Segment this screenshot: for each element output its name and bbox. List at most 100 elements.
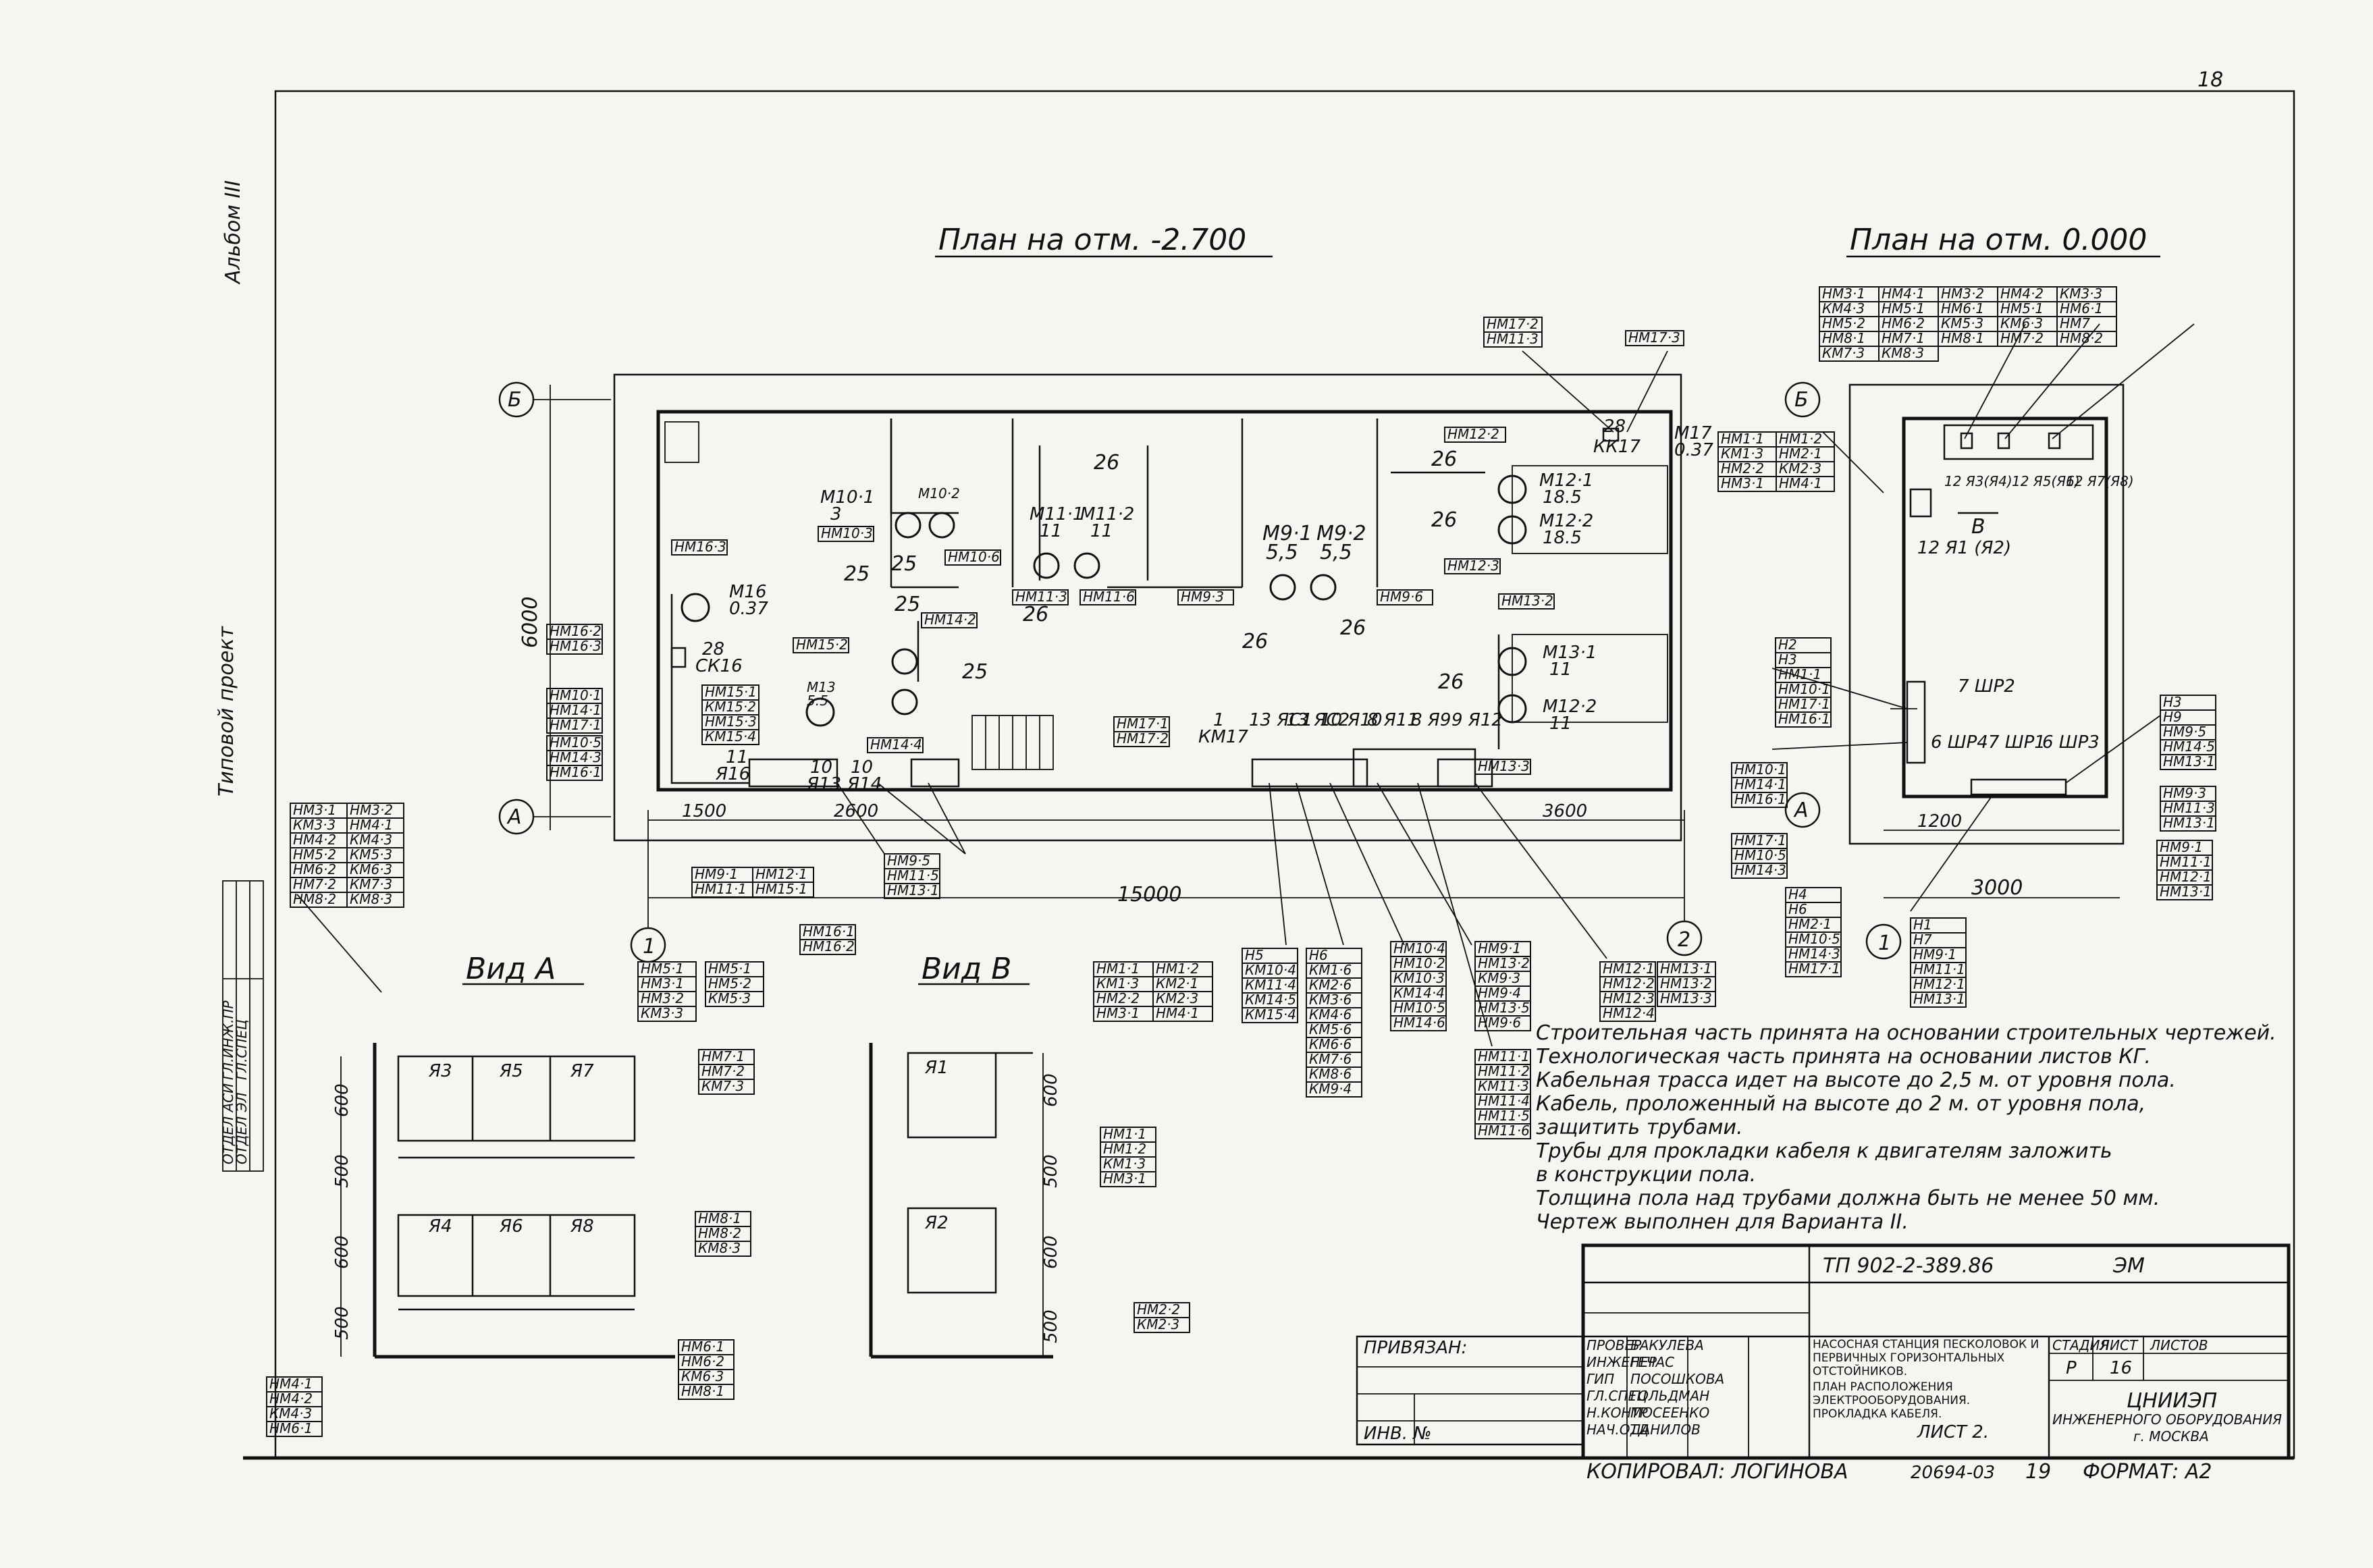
cable-tag-text: НМ9·6 [1380,589,1423,605]
cable-tag-cell [752,882,814,898]
motor-circles [670,427,1620,727]
cable-tag-text: НМ8·2 [293,891,336,907]
cable-tag-text: НМ10·3 [821,525,873,541]
va-box-label: Я7 [570,1061,594,1081]
ya-label: 12 Я7(Я8) [2066,473,2134,489]
cable-tag-text: НМ7 [2060,315,2090,331]
cable-tag-text: НМ11·6 [1478,1123,1530,1139]
cable-tag-text: НМ10·1 [1734,761,1786,778]
cable-tag-text: НМ13·1 [887,882,939,898]
cable-tag-text: НМ17·1 [1778,696,1830,712]
tb-mark: ЭМ [2112,1254,2145,1278]
cable-tag-text: НМ11·4 [1478,1093,1530,1109]
side-stamp-2: ОТДЕЛ ЭЛ [234,1092,250,1164]
cable-tag-text: НМ10·1 [550,687,602,703]
cable-tag-cell [637,1006,697,1022]
tb-org: ЦНИИЭП [2127,1389,2217,1413]
note-line: Трубы для прокладки кабеля к двигателям … [1536,1139,2112,1163]
cable-tag-cell [701,729,759,745]
cable-tag-text: КМ2·3 [1137,1316,1179,1332]
cable-tag-text: НМ7·2 [701,1063,745,1079]
tb-name: ГОЛЬДМАН [1630,1388,1709,1404]
leader-lines [296,323,2195,1047]
section-b-label: В [1971,515,1985,539]
cable-tag-text: КМ6·3 [2000,315,2043,331]
note-line: Кабель, проложенный на высоте до 2 м. от… [1536,1092,2145,1116]
cable-tag-text: НМ9·5 [887,853,930,869]
cable-tag-text: НМ13·1 [2160,884,2212,900]
tb-inv: ИНВ. № [1364,1424,1431,1444]
cable-tag-group: НМ11·3 [1012,589,1069,605]
tb-sheet-title-wrap: ПЛАН РАСПОЛОЖЕНИЯ ЭЛЕКТРООБОРУДОВАНИЯ. П… [1813,1380,1970,1421]
cable-tag-text: НМ5·2 [708,975,751,992]
cable-tag-cell [1079,589,1136,605]
cable-tag-text: НМ10·6 [948,549,1000,565]
note-line: Толщина пола над трубами должна быть не … [1536,1187,2160,1210]
cable-tag-cell [546,765,603,781]
cable-tag-text: КМ1·3 [1103,1156,1146,1172]
cable-tag-text: КМ14·5 [1245,992,1296,1008]
page-number: 18 [2197,68,2223,92]
cable-tag-text: НМ11·1 [2160,854,2212,870]
cable-tag-text: НМ2·1 [1779,445,1822,462]
cable-tag-text: НМ17·3 [1628,329,1680,346]
cable-tag-text: Н7 [1913,931,1932,948]
cable-tag-text: НМ7·2 [2000,330,2044,346]
motor-label: М11·1 [1030,504,1084,524]
cable-tag-cell [818,526,874,542]
cable-tag-text: НМ5·2 [293,846,336,863]
panel-box-label: 8 Я9 [1411,710,1451,730]
cable-tag-text: КМ4·3 [269,1405,312,1422]
cable-tag-cell [1657,991,1716,1007]
cable-tag-group: НМ17·3 [1625,329,1684,346]
cable-tag-text: НМ4·2 [269,1390,313,1407]
motor-value: 11 [1090,521,1113,541]
panel-number: 11 [726,747,748,767]
cable-tag-text: НМ8·2 [698,1225,741,1241]
cable-tag-text: НМ1·1 [1778,666,1821,682]
cable-tag-text: КМ6·3 [350,861,392,877]
cable-tag-text: НМ7·1 [1882,330,1925,346]
cable-tag-text: КМ5·3 [350,846,392,863]
cable-tag-text: НМ9·1 [695,866,738,882]
cable-tag-text: НМ16·3 [550,638,602,654]
cable-tag-text: НМ4·1 [350,817,393,833]
cable-tag-text: НМ11·6 [1083,589,1135,605]
dim-height: 6000 [518,597,542,648]
cable-tag-text: КМ7·6 [1309,1051,1352,1067]
cable-tag-text: НМ9·4 [1478,985,1521,1001]
motor-label: М12·1 [1539,470,1593,491]
cable-tag-cell [1483,331,1543,348]
cable-tag-cell [944,549,1001,566]
plan1-axes: Б А 1 2 6000 15000 1500 2600 3600 [498,381,1703,963]
panel-box-label: 9 Я12 [1451,710,1503,730]
kk-label: КК17 [1593,437,1641,457]
cable-number: 25 [844,562,870,586]
cable-tag-text: НМ7·2 [293,876,336,892]
cable-tag-text: НМ1·1 [1721,431,1764,447]
cable-tag-text: НМ5·1 [1882,300,1925,317]
cable-tag-text: НМ3·1 [1822,286,1865,302]
cable-tag-text: КМ8·6 [1309,1066,1352,1082]
cable-tag-text: КМ1·6 [1309,962,1352,978]
tb-sheets-h: ЛИСТОВ [2150,1337,2208,1353]
dim-right: 3600 [1543,801,1587,821]
plan1-building [613,373,1682,842]
va-box-label: Я5 [499,1061,523,1081]
cable-tag-text: НМ17·2 [1487,316,1539,332]
motor-value: 11 [1040,521,1062,541]
side-stamp-1: ОТДЕЛ АСИ [220,1083,236,1164]
cable-tag-text: НМ6·2 [681,1353,724,1370]
km-label: КМ17 [1198,727,1248,747]
motor-value: 0.37 [729,599,768,619]
cable-tag-text: НМ4·1 [1779,475,1822,491]
